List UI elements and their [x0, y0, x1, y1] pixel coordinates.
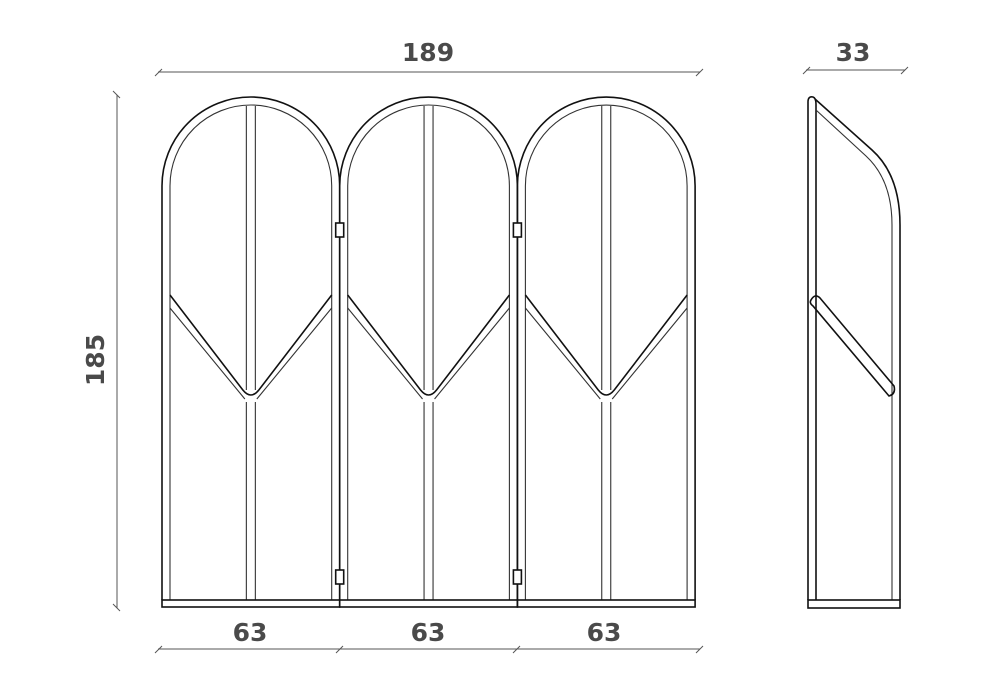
- side-front-arch-inner: [815, 109, 893, 600]
- dimension-tick: [695, 68, 704, 77]
- dimension-tick: [512, 645, 521, 654]
- side-diagonal-bar: [809, 295, 896, 397]
- panel-v-bar-outer: [169, 294, 333, 396]
- dimension-tick: [695, 645, 704, 654]
- panel-frame-outer: [161, 96, 341, 600]
- dimension-tick: [112, 90, 121, 99]
- panel-v-bar-inner: [169, 307, 333, 400]
- panel-frame-inner: [169, 104, 333, 600]
- panel-2-width-label: 63: [411, 618, 446, 647]
- side-front-arch-outer: [814, 98, 901, 600]
- side-view: [807, 96, 901, 609]
- panel-frame-outer: [516, 96, 696, 600]
- front-view: [161, 96, 696, 608]
- dimension-tick: [154, 645, 163, 654]
- hinge-icon: [512, 222, 523, 238]
- panel-base-bar: [161, 599, 341, 608]
- height-dimension: 185: [81, 90, 121, 612]
- total-width-label: 189: [402, 38, 454, 67]
- panel-v-bar-inner: [524, 307, 688, 400]
- panel-3-width-label: 63: [587, 618, 622, 647]
- panel-v-bar-outer: [524, 294, 688, 396]
- depth-label: 33: [836, 38, 871, 67]
- side-rear-post: [807, 96, 817, 600]
- dimension-tick: [900, 66, 909, 75]
- panel-center-bar: [423, 106, 434, 600]
- dimension-tick: [335, 645, 344, 654]
- panel-frame-inner: [524, 104, 688, 600]
- depth-dimension: 33: [802, 38, 909, 75]
- panel-width-dimension: 63 63 63: [154, 618, 704, 654]
- dimension-tick: [802, 66, 811, 75]
- panel-center-bar: [601, 106, 612, 600]
- panel-frame-outer: [338, 96, 519, 600]
- hinge-icon: [334, 222, 345, 238]
- hinge-icon: [512, 569, 523, 585]
- panel-frame-inner: [347, 104, 510, 600]
- height-label: 185: [81, 334, 110, 386]
- total-width-dimension: 189: [154, 38, 704, 77]
- screen-panel: [512, 96, 696, 608]
- dimension-tick: [112, 603, 121, 612]
- panel-base-bar: [338, 599, 519, 608]
- dimension-tick: [154, 68, 163, 77]
- panel-v-bar-outer: [347, 294, 511, 396]
- panel-v-bar-inner: [347, 307, 510, 400]
- panel-base-bar: [516, 599, 696, 608]
- screen-panel: [334, 96, 519, 608]
- panel-1-width-label: 63: [233, 618, 268, 647]
- side-base-bar: [807, 599, 901, 609]
- screen-panel: [161, 96, 341, 608]
- panel-center-bar: [245, 106, 256, 600]
- hinge-icon: [334, 569, 345, 585]
